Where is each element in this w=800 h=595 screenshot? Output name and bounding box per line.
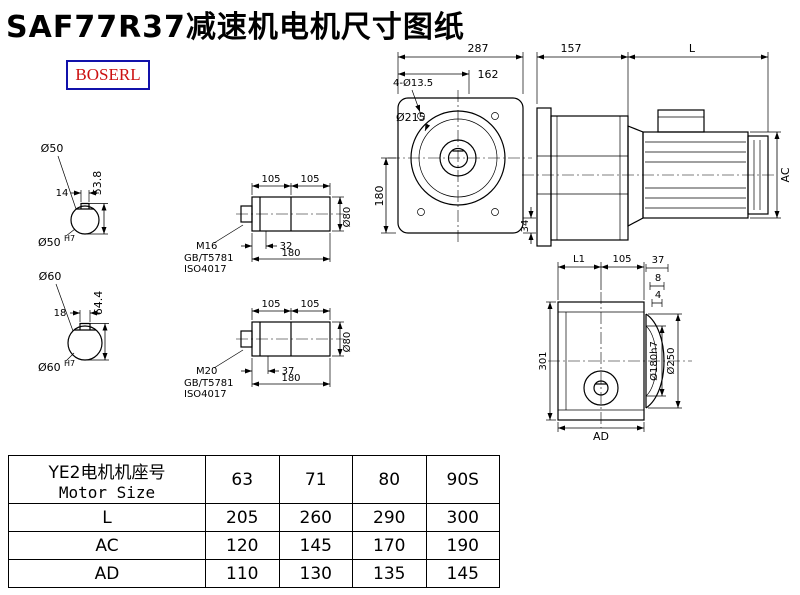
- bolt-label-m16: M16: [196, 241, 217, 252]
- dim-8: 8: [655, 273, 661, 284]
- dim-key-len-m16: 32: [280, 241, 293, 252]
- dim-height-301: 301: [538, 351, 549, 370]
- page-title: SAF77R37减速机电机尺寸图纸: [6, 10, 465, 45]
- dim-spigot-dia-180: Ø180h7: [648, 341, 660, 381]
- dim-seg-a-m20: 105: [261, 299, 280, 310]
- dim-flange-dia-250: Ø250: [665, 348, 677, 375]
- dim-motor-length-L: L: [689, 42, 696, 55]
- dim-seg-b-m16: 105: [300, 174, 319, 185]
- dim-key-height-50: 53.8: [91, 171, 104, 196]
- dim-bore-60: Ø60: [38, 361, 61, 374]
- shaft-end-bottom-drawing: 105 105 37 180 Ø80 M20 GB/T5781 ISO4017: [184, 299, 353, 400]
- dim-bore-50: Ø50: [38, 236, 61, 249]
- table-row-AD: AD 110 130 135 145: [8, 559, 500, 588]
- cell-AC-90s: 190: [425, 531, 500, 560]
- table-col-63: 63: [205, 455, 280, 504]
- cell-AC-80: 170: [352, 531, 427, 560]
- dim-key-len-m20: 37: [282, 366, 295, 377]
- cell-L-80: 290: [352, 503, 427, 532]
- dim-dia-m16: Ø80: [341, 207, 353, 228]
- bolt-label-m20: M20: [196, 366, 217, 377]
- dim-37: 37: [652, 255, 665, 266]
- boserl-logo-text: BOSERL: [75, 65, 141, 84]
- dim-width-AD: AD: [593, 430, 609, 443]
- dim-L1: L1: [573, 254, 585, 265]
- table-header-cn: YE2电机机座号: [48, 462, 166, 483]
- table-col-90s: 90S: [425, 455, 500, 504]
- std1-m20: GB/T5781: [184, 378, 234, 389]
- dim-front-width-partial: 162: [478, 68, 499, 81]
- table-header-en: Motor Size: [58, 482, 156, 502]
- table-col-80: 80: [352, 455, 427, 504]
- side-view-drawing: 157 L AC: [522, 42, 792, 247]
- row-label-AC: AC: [8, 531, 206, 560]
- cell-L-71: 260: [278, 503, 353, 532]
- boserl-logo: BOSERL: [66, 60, 150, 90]
- shaft-end-top-drawing: 105 105 32 180 Ø80 M16 GB/T5781 ISO4017: [184, 174, 353, 275]
- table-row-L: L 205 260 290 300: [8, 503, 500, 532]
- dim-front-width: 287: [468, 42, 489, 55]
- row-label-AD: AD: [8, 559, 206, 588]
- dim-gear-length-157: 157: [561, 42, 582, 55]
- dim-shaft-dia-50: Ø50: [41, 142, 64, 155]
- dim-bore-60-tol: H7: [64, 359, 75, 368]
- cell-AD-71: 130: [278, 559, 353, 588]
- table-col-71: 71: [278, 455, 353, 504]
- cell-AC-63: 120: [205, 531, 280, 560]
- dim-seg-a-m16: 105: [261, 174, 280, 185]
- table-row-AC: AC 120 145 170 190: [8, 531, 500, 560]
- dim-bolt-holes: 4-Ø13.5: [393, 77, 433, 89]
- dim-seg-b-m20: 105: [300, 299, 319, 310]
- dim-foot-34: 34: [520, 220, 531, 233]
- cell-AD-63: 110: [205, 559, 280, 588]
- dim-front-height: 180: [373, 186, 386, 207]
- dim-flange-dia-215: Ø215: [396, 111, 426, 124]
- row-label-L: L: [8, 503, 206, 532]
- dim-key-width-60: 18: [54, 308, 67, 319]
- shaft-section-top-drawing: 14 53.8 Ø50 Ø50 H7: [38, 142, 108, 249]
- shaft-section-bottom-drawing: 18 64.4 Ø60 Ø60 H7: [38, 270, 109, 374]
- dim-length-m20: 180: [281, 373, 300, 384]
- std2-m20: ISO4017: [184, 389, 227, 400]
- dim-4: 4: [655, 290, 661, 301]
- dim-105-output: 105: [612, 254, 631, 265]
- table-header-motor-size: YE2电机机座号 Motor Size: [8, 455, 206, 504]
- cell-AD-90s: 145: [425, 559, 500, 588]
- dim-key-height-60: 64.4: [92, 291, 105, 316]
- front-view-drawing: 287 162 4-Ø13.5 Ø215 180 34: [373, 42, 536, 244]
- dim-shaft-dia-60: Ø60: [39, 270, 62, 283]
- cell-L-90s: 300: [425, 503, 500, 532]
- std1-m16: GB/T5781: [184, 253, 234, 264]
- motor-size-table: YE2电机机座号 Motor Size 63 71 80 90S L 205 2…: [8, 455, 500, 588]
- cell-AD-80: 135: [352, 559, 427, 588]
- std2-m16: ISO4017: [184, 264, 227, 275]
- dim-bore-50-tol: H7: [64, 234, 75, 243]
- dim-motor-dia-AC: AC: [779, 167, 792, 182]
- cell-AC-71: 145: [278, 531, 353, 560]
- dim-key-width-50: 14: [56, 188, 69, 199]
- dim-dia-m20: Ø80: [341, 332, 353, 353]
- cell-L-63: 205: [205, 503, 280, 532]
- output-view-drawing: L1 105 37 8 4 301 Ø180h7 Ø250 AD: [538, 254, 692, 443]
- dim-length-m16: 180: [281, 248, 300, 259]
- table-header-row: YE2电机机座号 Motor Size 63 71 80 90S: [8, 455, 500, 504]
